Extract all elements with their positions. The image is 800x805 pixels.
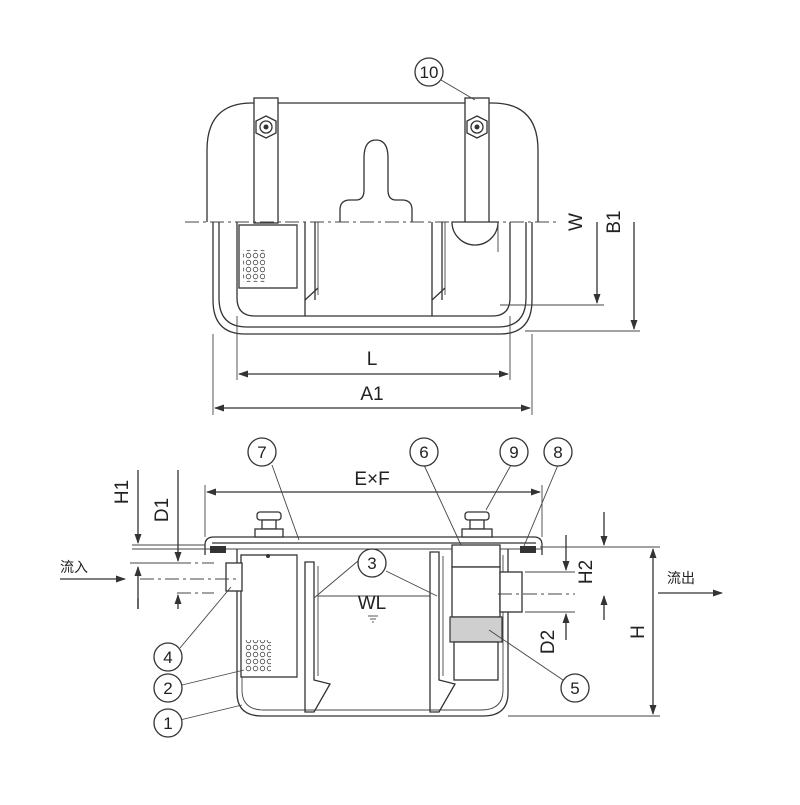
dim-A1-label: A1 [360, 384, 383, 405]
plan-basket-mesh [243, 250, 265, 282]
part-3-number: 3 [367, 554, 376, 573]
part-9-number: 9 [509, 443, 518, 462]
part-3-callout: 3 [357, 548, 387, 578]
section-outlet-riser [451, 544, 501, 568]
inflow-label: 流入 [60, 559, 88, 575]
dim-W-label: W [566, 213, 587, 231]
water-level-label: WL [358, 593, 387, 614]
part-5-number: 5 [570, 679, 579, 698]
part-5-callout: 5 [560, 673, 590, 703]
gasket-right [520, 546, 536, 553]
plan-body-mid [218, 222, 527, 328]
dim-H2-label: H2 [576, 560, 597, 584]
section-view: WL 流入 流出 E×F H1 D1 H2 [60, 437, 723, 738]
outflow-label: 流出 [667, 570, 695, 586]
part-6-number: 6 [419, 443, 428, 462]
section-baffle-left [304, 561, 331, 713]
plan-view: W B1 L A1 10 [185, 57, 640, 415]
dim-ExF-label: E×F [354, 469, 389, 490]
dim-B1-label: B1 [604, 210, 625, 233]
section-lid [204, 536, 543, 555]
part-9-callout: 9 [499, 437, 529, 467]
plan-baffle-right [431, 222, 446, 316]
plan-outlet-pipe [451, 221, 499, 246]
part-10-number: 10 [420, 63, 439, 82]
plan-bolt-left [255, 115, 277, 139]
plan-baffle-left [304, 222, 319, 316]
gasket-left [210, 546, 226, 553]
plan-keyhole [339, 139, 413, 222]
plan-cover-outline [206, 102, 539, 222]
section-outlet-nozzle [499, 571, 523, 613]
part-7-callout: 7 [247, 437, 277, 467]
section-bolt-left [254, 511, 284, 538]
dim-H-label: H [628, 625, 649, 639]
section-outlet-seal [449, 616, 503, 643]
dim-L-label: L [367, 349, 378, 370]
part-10-callout [414, 57, 444, 87]
section-body-outer [236, 549, 509, 717]
part-8-callout: 8 [543, 437, 573, 467]
dim-D2-label: D2 [538, 630, 559, 654]
dim-H1-label: H1 [112, 480, 133, 504]
part-1-number: 1 [163, 714, 172, 733]
section-basket-mesh [245, 640, 271, 672]
section-bolt-right [461, 511, 493, 538]
section-baffle-right [429, 551, 456, 713]
part-7-number: 7 [257, 443, 266, 462]
dim-D1-label: D1 [152, 498, 173, 522]
part-8-number: 8 [553, 443, 562, 462]
section-inlet-stub [225, 562, 243, 592]
part-4-number: 4 [163, 648, 172, 667]
part-1-callout: 1 [153, 708, 183, 738]
part-2-number: 2 [163, 679, 172, 698]
section-outlet-body [451, 566, 501, 618]
part-6-callout: 6 [409, 437, 439, 467]
plan-body-outer [212, 222, 533, 335]
part-2-callout: 2 [153, 673, 183, 703]
section-body-inner [241, 555, 504, 711]
part-4-callout: 4 [153, 642, 183, 672]
section-outlet-lower [453, 641, 499, 681]
plan-bolt-right [466, 115, 488, 139]
